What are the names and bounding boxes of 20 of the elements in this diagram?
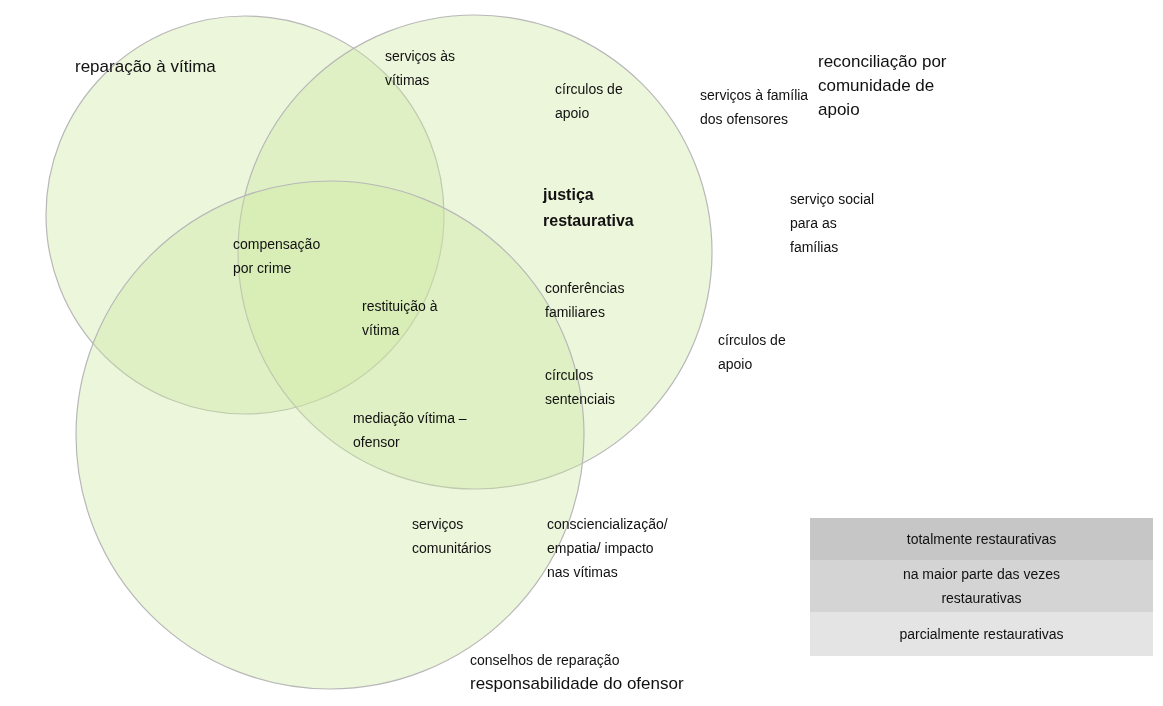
practice-label: serviços comunitários xyxy=(412,515,493,558)
practice-label: restituição à vítima xyxy=(362,297,439,340)
set-title: reparação à vítima xyxy=(75,56,217,78)
center-label: justiça restaurativa xyxy=(543,185,635,231)
practice-label: círculos de apoio xyxy=(555,80,624,123)
legend-swatch: parcialmente restaurativas xyxy=(810,612,1153,656)
practice-label: consciencialização/ empatia/ impacto nas vítimas xyxy=(547,515,669,582)
legend-swatch: na maior parte das vezes restaurativas xyxy=(810,560,1153,612)
practice-label: mediação vítima – ofensor xyxy=(353,409,468,452)
practice-label: círculos de apoio xyxy=(718,331,787,374)
legend-swatch: totalmente restaurativas xyxy=(810,518,1153,560)
practice-label: círculos sentenciais xyxy=(545,366,617,409)
practice-label: conselhos de reparação xyxy=(470,651,621,670)
set-title: reconciliação por comunidade de apoio xyxy=(818,51,948,121)
practice-label: compensação por crime xyxy=(233,235,322,278)
practice-label: conferências familiares xyxy=(545,279,626,322)
practice-label: serviços à família dos ofensores xyxy=(700,86,810,129)
set-title: responsabilidade do ofensor xyxy=(470,673,685,695)
practice-label: serviços às vítimas xyxy=(385,47,457,90)
practice-label: serviço social para as famílias xyxy=(790,190,876,257)
